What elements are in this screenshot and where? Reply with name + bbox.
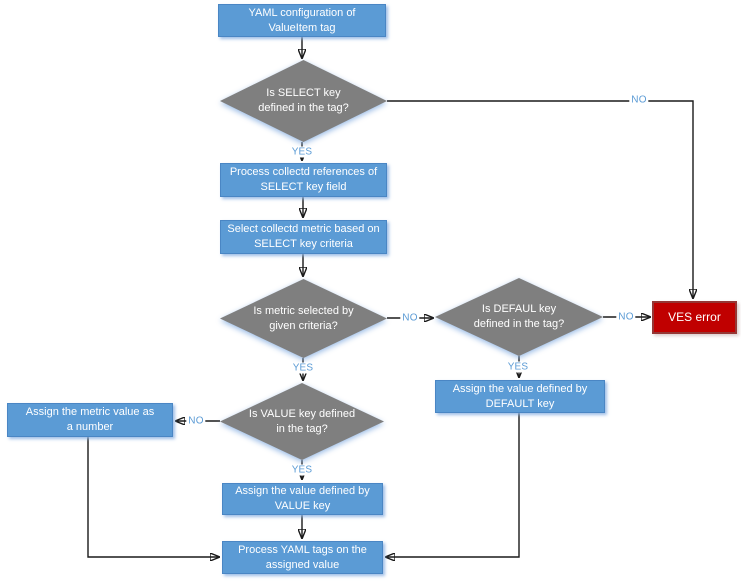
edge-label-select-yes: YES <box>289 146 315 158</box>
edge-assigndefault-to-processyaml <box>386 413 520 557</box>
node-is-select-decision: Is SELECT key defined in the tag? <box>220 60 387 142</box>
node-select-metric-label: Select collectd metric based on SELECT k… <box>227 223 380 250</box>
diamond-shape: Is SELECT key defined in the tag? <box>220 60 387 142</box>
node-assign-default: Assign the value defined by DEFAULT key <box>435 380 605 413</box>
node-is-select-label: Is SELECT key defined in the tag? <box>258 87 349 114</box>
edge-label-default-no: NO <box>616 311 636 323</box>
node-process-yaml-label: Process YAML tags on the assigned value <box>238 543 367 571</box>
node-is-default-label: Is DEFAUL key defined in the tag? <box>473 303 565 330</box>
node-is-metric-selected-label: Is metric selected by given criteria? <box>253 304 354 332</box>
node-process-yaml: Process YAML tags on the assigned value <box>222 541 383 574</box>
edge-label-select-no: NO <box>629 94 649 106</box>
edge-label-metric-no: NO <box>400 312 420 324</box>
edge-label-default-yes: YES <box>505 361 531 373</box>
node-assign-value: Assign the value defined by VALUE key <box>222 483 383 515</box>
node-is-value-label: Is VALUE key defined in the tag? <box>248 407 356 435</box>
node-process-refs-label: Process collectd references of SELECT ke… <box>229 166 378 193</box>
edge-label-metric-yes: YES <box>290 362 316 374</box>
node-yaml-config-label: YAML configuration of ValueItem tag <box>248 6 356 34</box>
node-assign-default-label: Assign the value defined by DEFAULT key <box>452 382 588 410</box>
diamond-shape: Is DEFAUL key defined in the tag? <box>435 278 603 356</box>
node-is-metric-selected-decision: Is metric selected by given criteria? <box>220 279 387 358</box>
node-yaml-config: YAML configuration of ValueItem tag <box>218 4 386 37</box>
edge-assignmetric-to-processyaml <box>87 437 219 557</box>
node-assign-metric-label: Assign the metric value as a number <box>25 406 155 433</box>
node-select-metric: Select collectd metric based on SELECT k… <box>220 220 387 254</box>
node-is-value-decision: Is VALUE key defined in the tag? <box>220 383 384 460</box>
node-ves-error: VES error <box>652 301 737 334</box>
node-ves-error-label: VES error <box>668 309 721 324</box>
edge-label-value-yes: YES <box>289 464 315 476</box>
edge-label-value-no: NO <box>186 415 206 427</box>
diamond-shape: Is metric selected by given criteria? <box>220 279 387 358</box>
edge-select-no-to-ves <box>387 100 693 298</box>
node-is-default-decision: Is DEFAUL key defined in the tag? <box>435 278 603 356</box>
diamond-shape: Is VALUE key defined in the tag? <box>220 383 384 460</box>
node-process-refs: Process collectd references of SELECT ke… <box>220 163 387 197</box>
node-assign-metric: Assign the metric value as a number <box>7 403 173 437</box>
node-assign-value-label: Assign the value defined by VALUE key <box>235 485 370 512</box>
